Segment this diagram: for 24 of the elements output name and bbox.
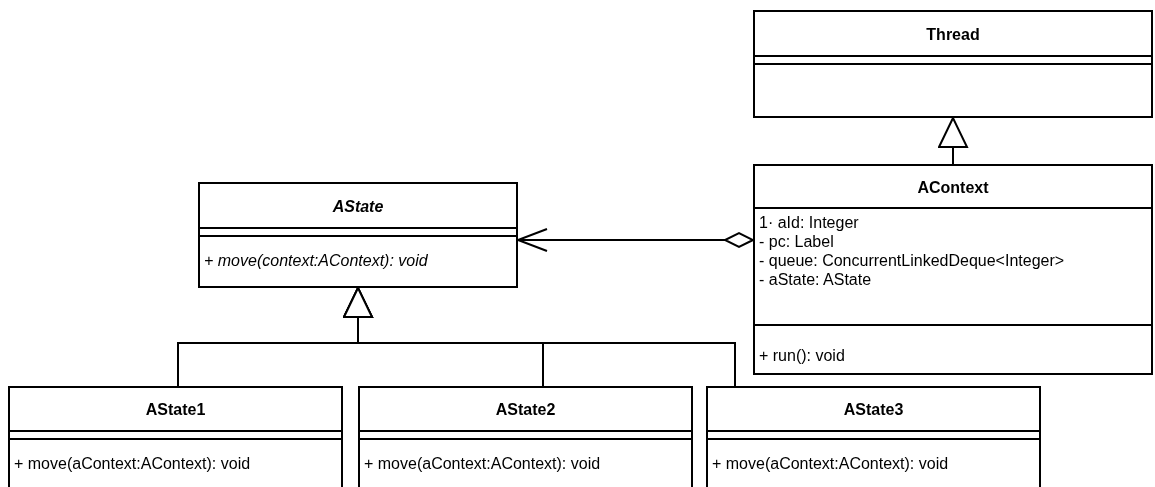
method-text: + move(context:AContext): void <box>204 251 428 270</box>
class-name: AState1 <box>145 401 206 419</box>
attribute-text: 1· aId: Integer <box>759 213 859 232</box>
class-name: Thread <box>926 25 980 44</box>
class-name: AState <box>332 197 384 216</box>
generalization-arrow <box>343 287 736 387</box>
attribute-text: - aState: AState <box>759 270 872 289</box>
class-box <box>706 386 1041 487</box>
method-text: + move(aContext:AContext): void <box>712 454 949 473</box>
generalization-arrow <box>938 117 968 165</box>
class-box <box>198 182 518 288</box>
class-box <box>8 386 343 487</box>
class-box <box>358 386 693 487</box>
class-box <box>753 10 1153 118</box>
method-text: + move(aContext:AContext): void <box>364 454 601 473</box>
attribute-text: - queue: ConcurrentLinkedDeque<Integer> <box>759 251 1065 270</box>
attribute-text: - pc: Label <box>759 232 834 251</box>
method-text: + run(): void <box>759 346 845 365</box>
aggregation-arrow <box>517 228 754 252</box>
method-text: + move(aContext:AContext): void <box>14 454 251 473</box>
class-name: AContext <box>917 178 989 197</box>
class-name: AState3 <box>843 401 904 419</box>
class-box <box>753 164 1153 375</box>
class-name: AState2 <box>495 401 556 419</box>
